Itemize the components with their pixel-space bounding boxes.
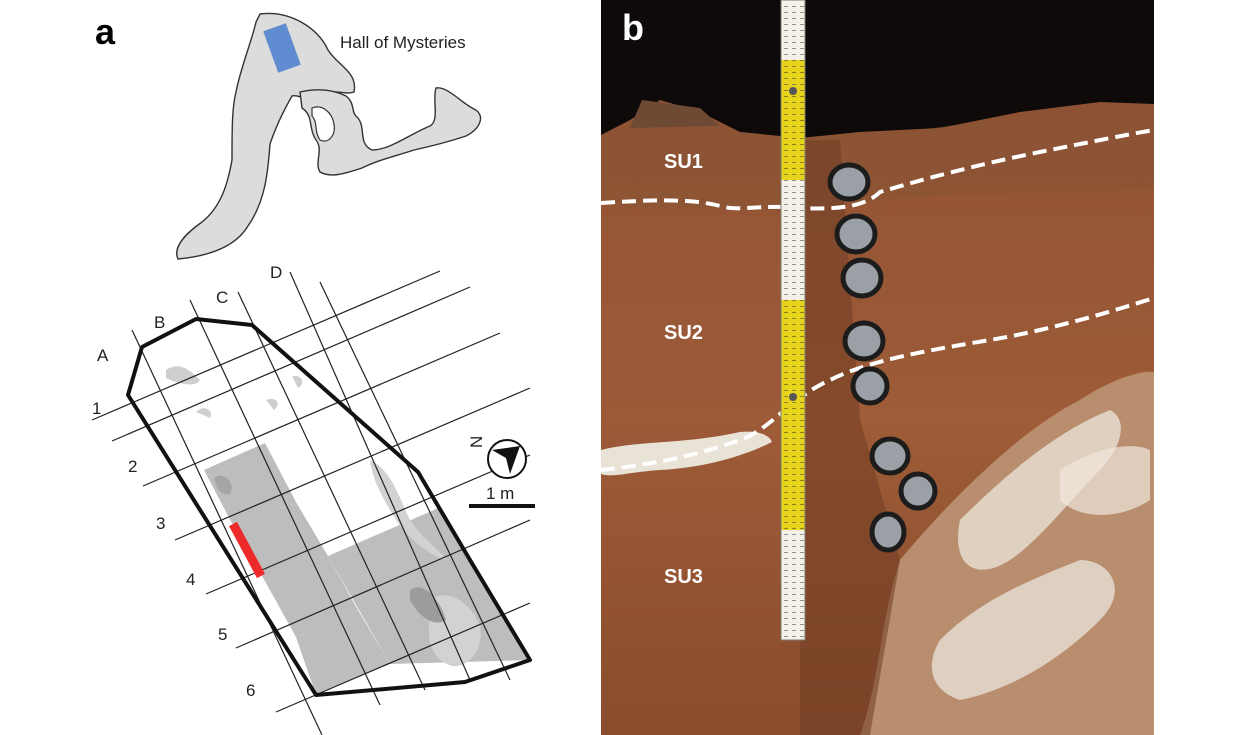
north-label: N — [467, 436, 486, 448]
scale-label: 1 m — [486, 484, 514, 503]
grid-lines — [91, 270, 531, 735]
excavation-plan: A B C D 1 2 3 4 5 6 — [91, 263, 532, 735]
panel-a: a Hall of Mysteries — [91, 11, 535, 735]
panel-a-letter: a — [95, 11, 116, 52]
row-label-4: 4 — [186, 570, 195, 589]
measuring-ruler — [780, 0, 806, 641]
panel-b-letter: b — [622, 7, 644, 48]
location-marker — [263, 23, 301, 73]
cave-outline — [176, 12, 356, 260]
sample-tubes — [827, 162, 938, 553]
cave-passage — [299, 87, 482, 176]
row-label-3: 3 — [156, 514, 165, 533]
row-label-6: 6 — [246, 681, 255, 700]
unit-boundaries — [601, 128, 1154, 472]
panel-b: SU1 SU2 SU3 b — [601, 0, 1154, 735]
row-label-1: 1 — [92, 399, 101, 418]
column-label-b: B — [154, 313, 165, 332]
unit-label-su1: SU1 — [664, 151, 703, 173]
column-label-d: D — [270, 263, 282, 282]
cave-pillar — [311, 106, 335, 142]
cave-name: Hall of Mysteries — [340, 33, 466, 52]
trench-outline — [126, 317, 532, 697]
excavated-area — [204, 443, 296, 529]
row-label-2: 2 — [128, 457, 137, 476]
cave-map: Hall of Mysteries — [176, 12, 482, 260]
row-label-5: 5 — [218, 625, 227, 644]
unit-label-su3: SU3 — [664, 566, 703, 588]
unit-label-su2: SU2 — [664, 322, 703, 344]
column-label-a: A — [97, 346, 109, 365]
north-arrow-icon: N — [467, 436, 527, 479]
feature-patches — [166, 366, 200, 385]
sample-marker — [229, 521, 265, 579]
column-label-c: C — [216, 288, 228, 307]
scale-bar: 1 m — [469, 484, 535, 508]
